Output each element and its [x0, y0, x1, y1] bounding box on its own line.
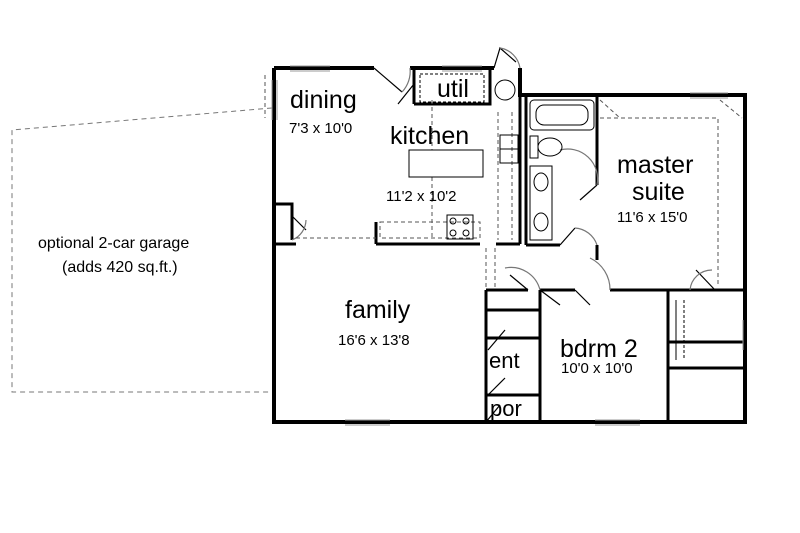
- interior-walls: [274, 70, 745, 422]
- garage-outline: [11, 107, 273, 393]
- room-label-ent: ent: [489, 348, 520, 373]
- room-label-dining: dining: [290, 86, 357, 114]
- garage-label: optional 2-car garage: [38, 235, 190, 252]
- fixtures: [408, 73, 685, 360]
- room-label-por: por: [490, 396, 522, 421]
- exterior-walls: [272, 66, 747, 424]
- room-dims-family: 16'6 x 13'8: [338, 332, 410, 349]
- room-label-master-line2: suite: [632, 178, 685, 206]
- room-dims-kitchen: 11'2 x 10'2: [386, 188, 457, 205]
- garage-area-note: (adds 420 sq.ft.): [62, 259, 178, 276]
- room-dims-master: 11'6 x 15'0: [617, 209, 688, 226]
- room-label-bdrm2: bdrm 2: [560, 335, 638, 363]
- room-label-master-line1: master: [617, 151, 694, 179]
- room-dims-dining: 7'3 x 10'0: [289, 120, 353, 137]
- room-label-util: util: [437, 75, 469, 103]
- room-dims-bdrm2: 10'0 x 10'0: [561, 360, 633, 377]
- windows: [271, 65, 744, 426]
- room-label-kitchen: kitchen: [390, 122, 470, 150]
- doors: [291, 46, 716, 423]
- room-label-family: family: [345, 296, 411, 324]
